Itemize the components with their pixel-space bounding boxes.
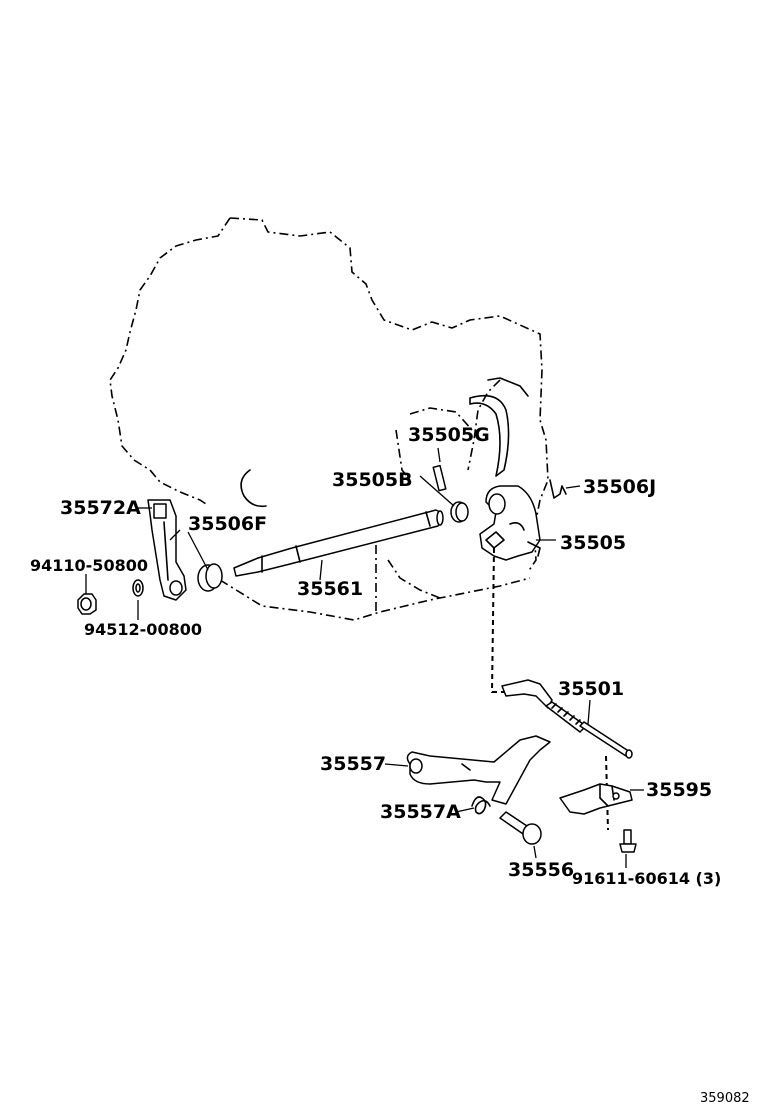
lever-35505 [479, 485, 541, 561]
grommet-35506F [197, 563, 223, 592]
bolt-91611-60614 [619, 829, 637, 853]
label-91611-60614: 91611-60614 (3) [572, 869, 721, 888]
diagram-reference-number: 359082 [700, 1091, 750, 1106]
label-35505: 35505 [560, 532, 626, 554]
transmission-case-outline [109, 217, 549, 621]
lever-35557 [406, 735, 551, 805]
nut-94110-50800 [77, 593, 97, 615]
rod-35501 [501, 679, 633, 759]
label-35557A: 35557A [380, 801, 461, 823]
label-35572A: 35572A [60, 497, 141, 519]
spring-35557A [471, 796, 491, 815]
bracket-35595 [559, 783, 633, 815]
label-35506J: 35506J [583, 476, 656, 498]
label-35505B: 35505B [332, 469, 413, 491]
washer-94512-00800 [132, 579, 144, 597]
label-35556: 35556 [508, 859, 574, 881]
label-35557: 35557 [320, 753, 386, 775]
part-labels: 35505G 35505B 35506J 35572A 35506F 35505… [30, 424, 750, 1106]
label-35595: 35595 [646, 779, 712, 801]
bushing-35505B [450, 501, 469, 523]
label-35501: 35501 [558, 678, 624, 700]
label-35561: 35561 [297, 578, 363, 600]
clip-35506J [549, 479, 581, 499]
label-35505G: 35505G [408, 424, 490, 446]
leader-lines [85, 447, 644, 868]
label-94110-50800: 94110-50800 [30, 556, 148, 575]
shaft-35561 [233, 509, 444, 577]
bracket-35572A [147, 499, 187, 601]
pin-35556 [499, 811, 542, 845]
label-94512-00800: 94512-00800 [84, 620, 202, 639]
label-35506F: 35506F [188, 513, 267, 535]
pin-35505G [432, 464, 447, 492]
